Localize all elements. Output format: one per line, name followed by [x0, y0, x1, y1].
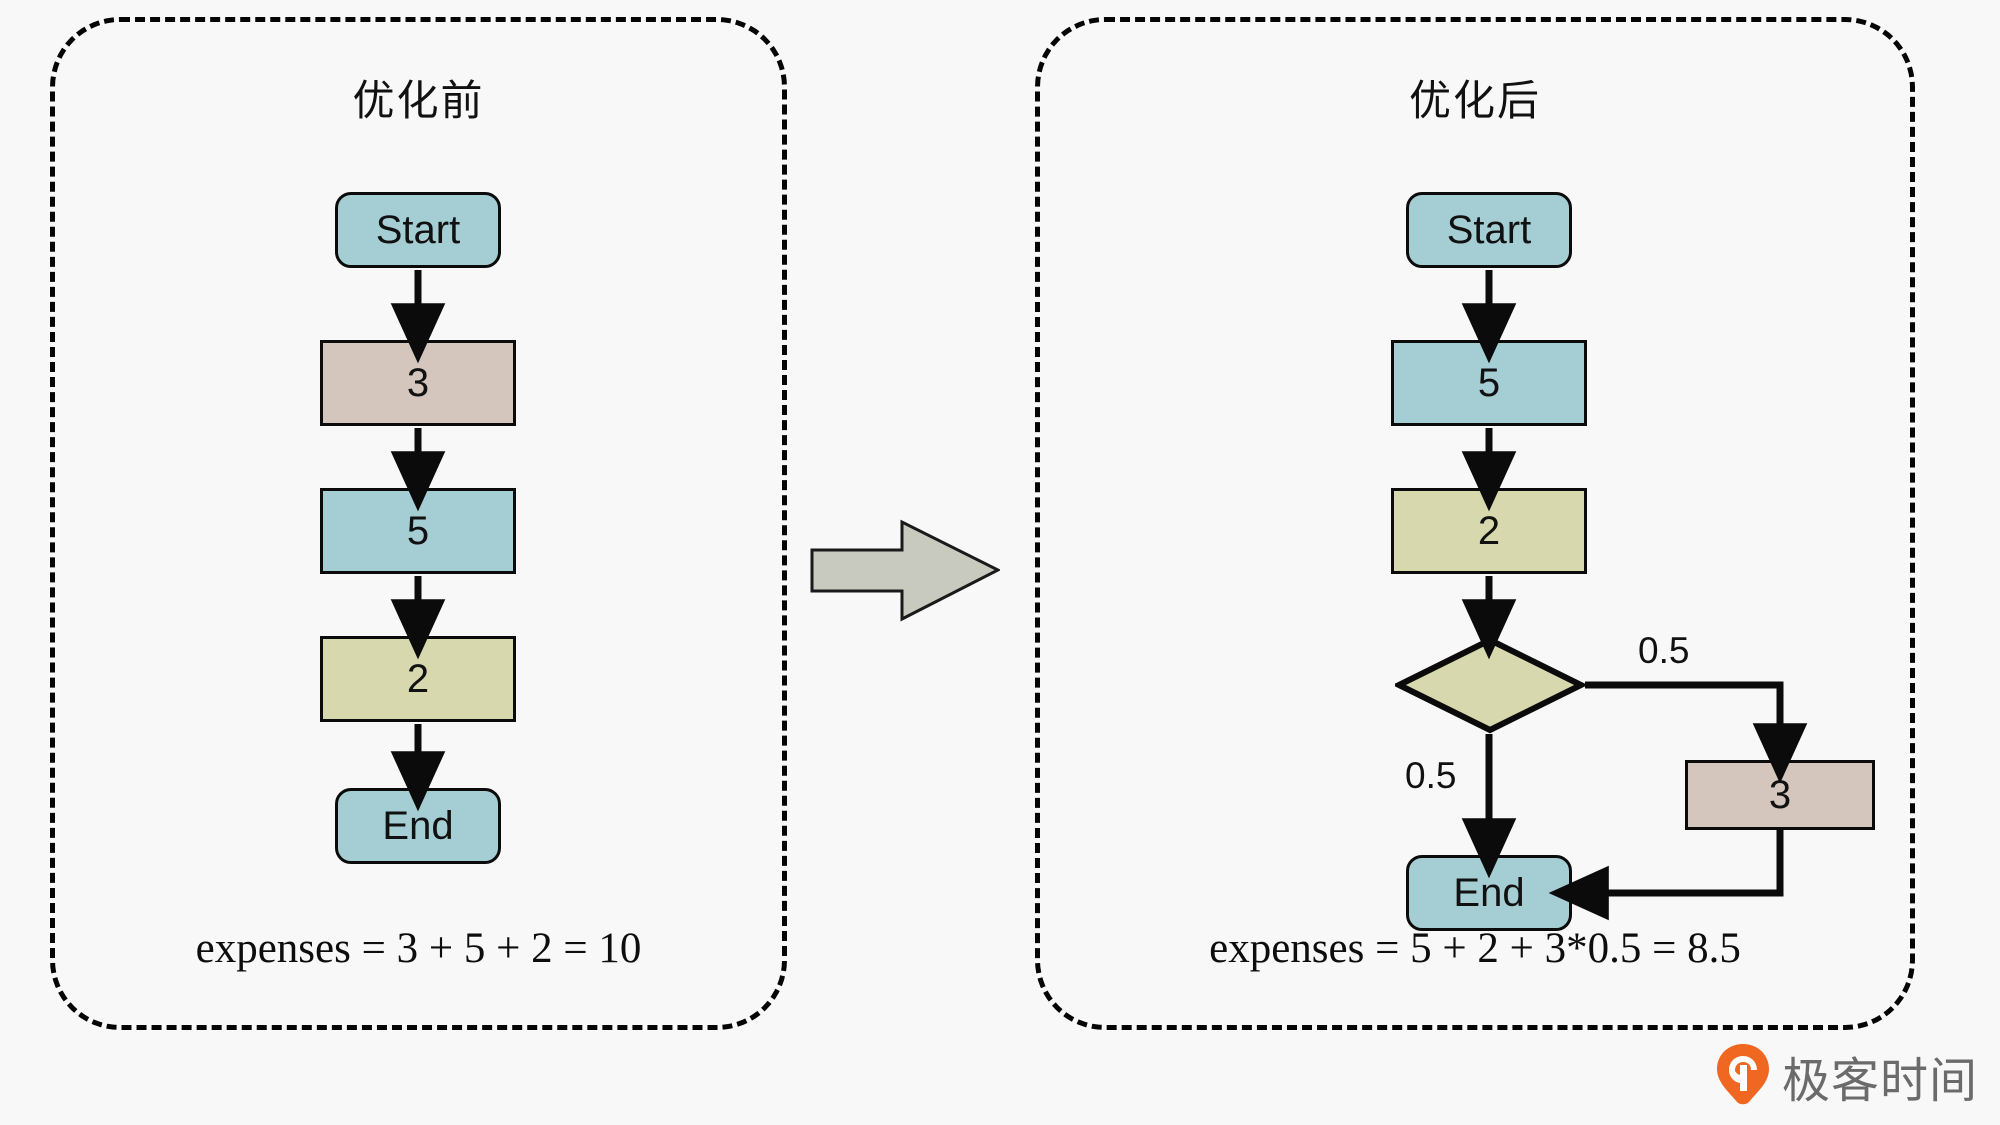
- node-label: 3: [406, 361, 430, 405]
- edge-label-decision-to-end: 0.5: [1405, 755, 1457, 796]
- watermark: 极客时间: [1716, 1041, 1978, 1111]
- node-after-decision[interactable]: [1395, 636, 1585, 734]
- node-after-5[interactable]: 5: [1391, 340, 1587, 426]
- node-label: 2: [1477, 509, 1501, 553]
- panel-before-optimization: 优化前 expenses = 3 + 5 + 2 = 10: [50, 17, 787, 1030]
- node-before-2[interactable]: 2: [320, 636, 516, 722]
- node-label: End: [1453, 871, 1525, 915]
- node-label: Start: [375, 208, 461, 252]
- edge-label-decision-to-3: 0.5: [1638, 630, 1690, 671]
- node-label: Start: [1446, 208, 1532, 252]
- node-label: 3: [1768, 773, 1792, 817]
- panel-before-formula: expenses = 3 + 5 + 2 = 10: [195, 925, 642, 972]
- panel-before-title: 优化前: [352, 77, 485, 124]
- panel-after-formula: expenses = 5 + 2 + 3*0.5 = 8.5: [1209, 925, 1741, 972]
- node-label: End: [382, 804, 454, 848]
- node-after-2[interactable]: 2: [1391, 488, 1587, 574]
- panel-after-optimization: 优化后 expenses = 5 + 2 + 3*0.5 = 8.5: [1035, 17, 1915, 1030]
- geektime-logo-icon: [1716, 1043, 1770, 1110]
- node-label: 5: [1477, 361, 1501, 405]
- node-label: [1395, 636, 1585, 734]
- node-after-3[interactable]: 3: [1685, 760, 1875, 830]
- node-label: 5: [406, 509, 430, 553]
- panel-after-title: 优化后: [1408, 77, 1541, 124]
- transition-arrow-icon: [810, 518, 1000, 623]
- node-before-5[interactable]: 5: [320, 488, 516, 574]
- node-after-start[interactable]: Start: [1406, 192, 1572, 268]
- node-label: 2: [406, 657, 430, 701]
- watermark-text: 极客时间: [1781, 1055, 1978, 1108]
- node-before-start[interactable]: Start: [335, 192, 501, 268]
- node-before-3[interactable]: 3: [320, 340, 516, 426]
- node-before-end[interactable]: End: [335, 788, 501, 864]
- node-after-end[interactable]: End: [1406, 855, 1572, 931]
